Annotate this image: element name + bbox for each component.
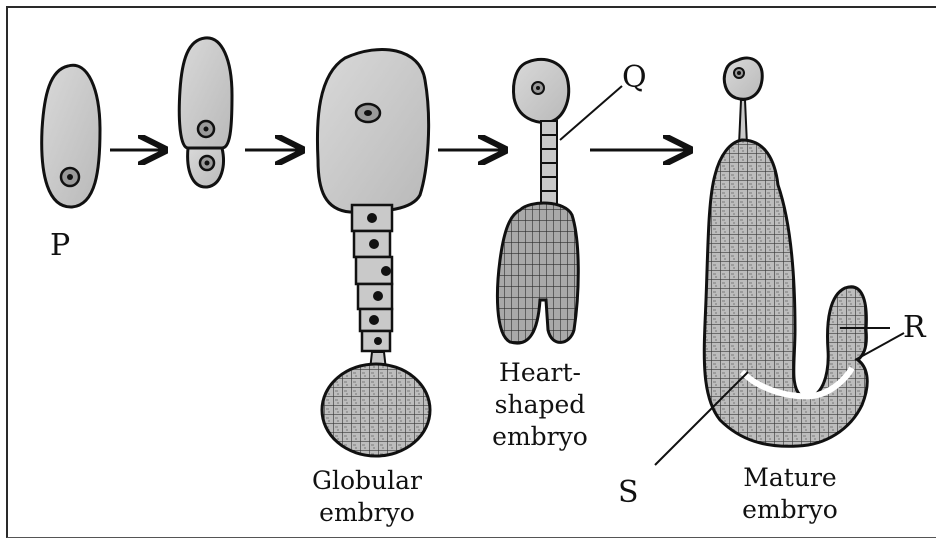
zygote-cell: [42, 65, 100, 207]
label-p: P: [50, 228, 70, 263]
mature-embryo-caption: Mature embryo: [715, 462, 865, 526]
globular-embryo-caption: Globular embryo: [282, 465, 452, 529]
two-celled-proembryo: [179, 38, 232, 187]
globular-embryo: [317, 49, 430, 456]
heart-caption-line1: Heart-: [470, 357, 610, 389]
heart-caption-line3: embryo: [470, 421, 610, 453]
heart-shaped-embryo-caption: Heart- shaped embryo: [470, 357, 610, 453]
globular-caption-line1: Globular: [282, 465, 452, 497]
label-r: R: [903, 310, 926, 345]
mature-embryo: [704, 58, 867, 446]
mature-caption-line2: embryo: [715, 494, 865, 526]
mature-caption-line1: Mature: [715, 462, 865, 494]
heart-shaped-embryo: [497, 59, 578, 343]
label-s: S: [618, 475, 639, 510]
label-q: Q: [622, 60, 647, 95]
globular-caption-line2: embryo: [282, 497, 452, 529]
heart-caption-line2: shaped: [470, 389, 610, 421]
